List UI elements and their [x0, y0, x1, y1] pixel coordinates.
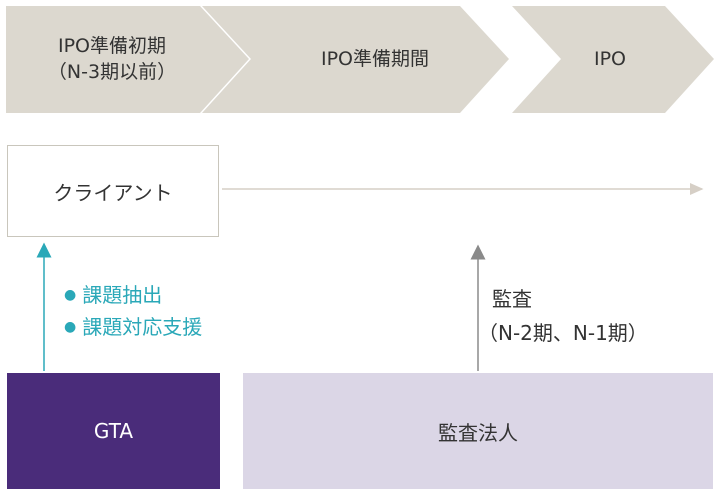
client-label: クライアント [53, 180, 173, 205]
audit-line1: 監査 [492, 287, 532, 311]
phase-1-label: IPO準備初期 （N-3期以前） [12, 16, 212, 104]
phase-2-label: IPO準備期間 [255, 16, 495, 104]
support-item: ● 課題抽出 [64, 279, 202, 311]
support-item-label: 課題抽出 [82, 283, 163, 307]
gta-box: GTA [7, 373, 220, 489]
bullet-icon: ● [64, 287, 77, 303]
phase-2-line1: IPO準備期間 [320, 48, 430, 71]
gta-label: GTA [93, 419, 134, 443]
client-box: クライアント [7, 145, 219, 237]
support-item-label: 課題対応支援 [82, 315, 203, 339]
audit-firm-label: 監査法人 [438, 420, 518, 445]
support-item: ● 課題対応支援 [64, 311, 202, 343]
audit-firm-box: 監査法人 [243, 373, 713, 489]
bullet-icon: ● [64, 319, 77, 335]
phase-1-line2: （N-3期以前） [47, 61, 177, 83]
phase-3-label: IPO [560, 16, 660, 104]
audit-label: 監査 （N-2期、N-1期） [478, 282, 648, 350]
phase-1-line1: IPO準備初期 [57, 35, 167, 58]
phase-1-shape [6, 6, 249, 113]
gta-support-list: ● 課題抽出 ● 課題対応支援 [64, 279, 202, 343]
phase-2-shape [202, 6, 509, 113]
phase-3-shape [512, 6, 714, 113]
phase-3-line1: IPO [593, 48, 627, 71]
audit-line2: （N-2期、N-1期） [478, 321, 648, 345]
